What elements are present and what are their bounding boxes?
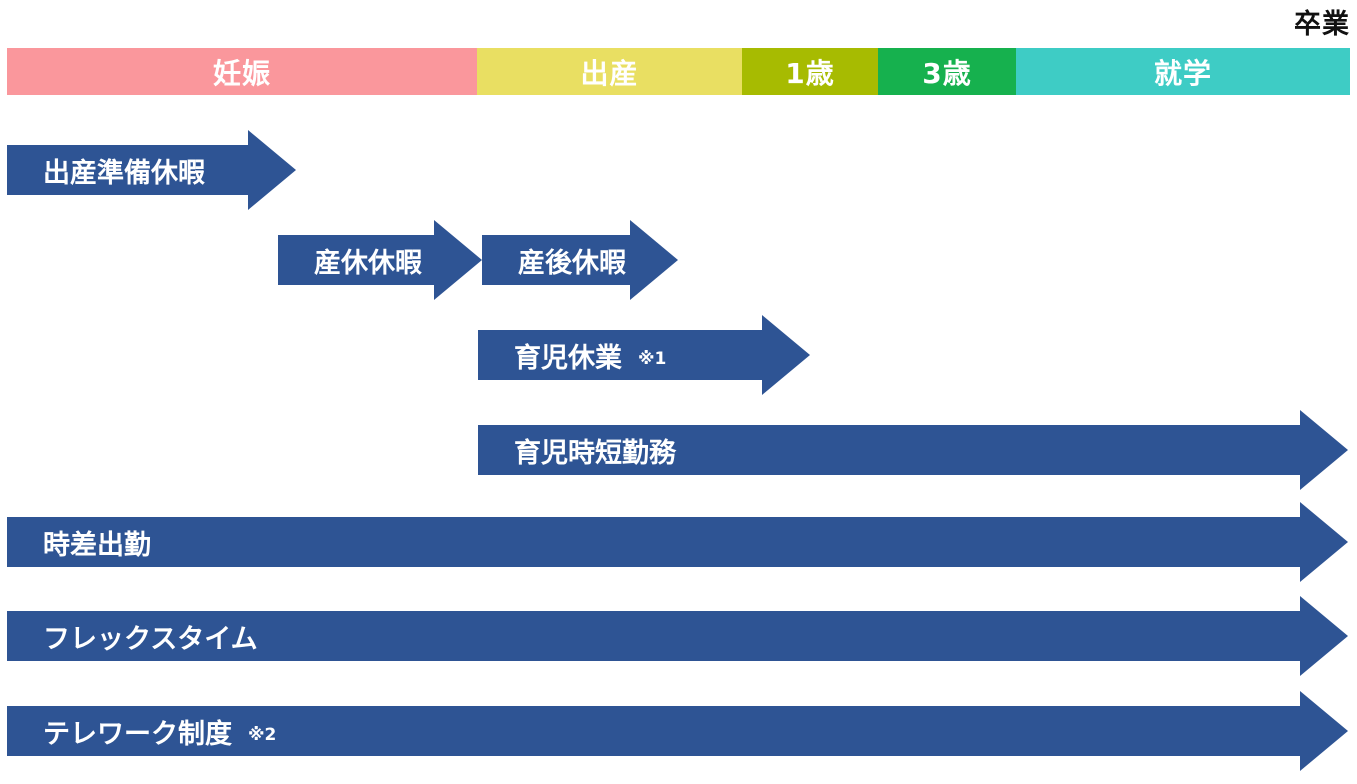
arrow-body: 時差出勤 [7,517,1300,567]
arrow-head-icon [434,220,482,300]
arrow-note: ※1 [638,349,667,369]
process-arrow: テレワーク制度 ※2 [7,691,1348,771]
arrow-body: 産休休暇 [278,235,434,285]
arrow-head-icon [1300,410,1348,490]
timeline-segment-label: 1歳 [785,56,835,90]
arrow-head-icon [630,220,678,300]
arrow-label: フレックスタイム [43,623,258,655]
timeline-segment: 出産 [477,48,742,95]
arrow-body: 出産準備休暇 [7,145,248,195]
process-arrow: 時差出勤 [7,502,1348,582]
arrow-head-icon [1300,691,1348,771]
process-arrow: フレックスタイム [7,596,1348,676]
arrow-label: テレワーク制度 [43,718,232,750]
timeline-segment-label: 3歳 [922,56,972,90]
arrow-head-icon [1300,502,1348,582]
arrow-body: 産後休暇 [482,235,630,285]
arrow-label: 育児時短勤務 [514,437,676,469]
timeline-segment: 就学 [1016,48,1350,95]
arrow-head-icon [762,315,810,395]
stage-timeline: 妊娠 出産 1歳 3歳 就学 [7,48,1350,95]
process-arrow: 育児時短勤務 [478,410,1348,490]
process-arrow: 出産準備休暇 [7,130,296,210]
arrow-note: ※2 [248,725,277,745]
process-arrow: 産休休暇 [278,220,482,300]
arrow-body: テレワーク制度 ※2 [7,706,1300,756]
arrow-body: 育児休業 ※1 [478,330,762,380]
arrow-label: 産休休暇 [314,247,422,279]
arrow-head-icon [1300,596,1348,676]
arrow-body: フレックスタイム [7,611,1300,661]
arrow-label: 出産準備休暇 [43,157,205,189]
timeline-segment-label: 就学 [1153,56,1212,90]
timeline-segment: 1歳 [742,48,878,95]
arrow-body: 育児時短勤務 [478,425,1300,475]
timeline-segment: 3歳 [878,48,1016,95]
process-arrow: 育児休業 ※1 [478,315,810,395]
arrow-label: 育児休業 [514,342,622,374]
process-arrow: 産後休暇 [482,220,678,300]
arrow-head-icon [248,130,296,210]
graduation-label: 卒業 [1294,9,1350,40]
timeline-segment: 妊娠 [7,48,477,95]
arrow-label: 産後休暇 [518,247,626,279]
arrow-label: 時差出勤 [43,529,151,561]
timeline-segment-label: 妊娠 [212,56,271,90]
timeline-segment-label: 出産 [580,56,639,90]
